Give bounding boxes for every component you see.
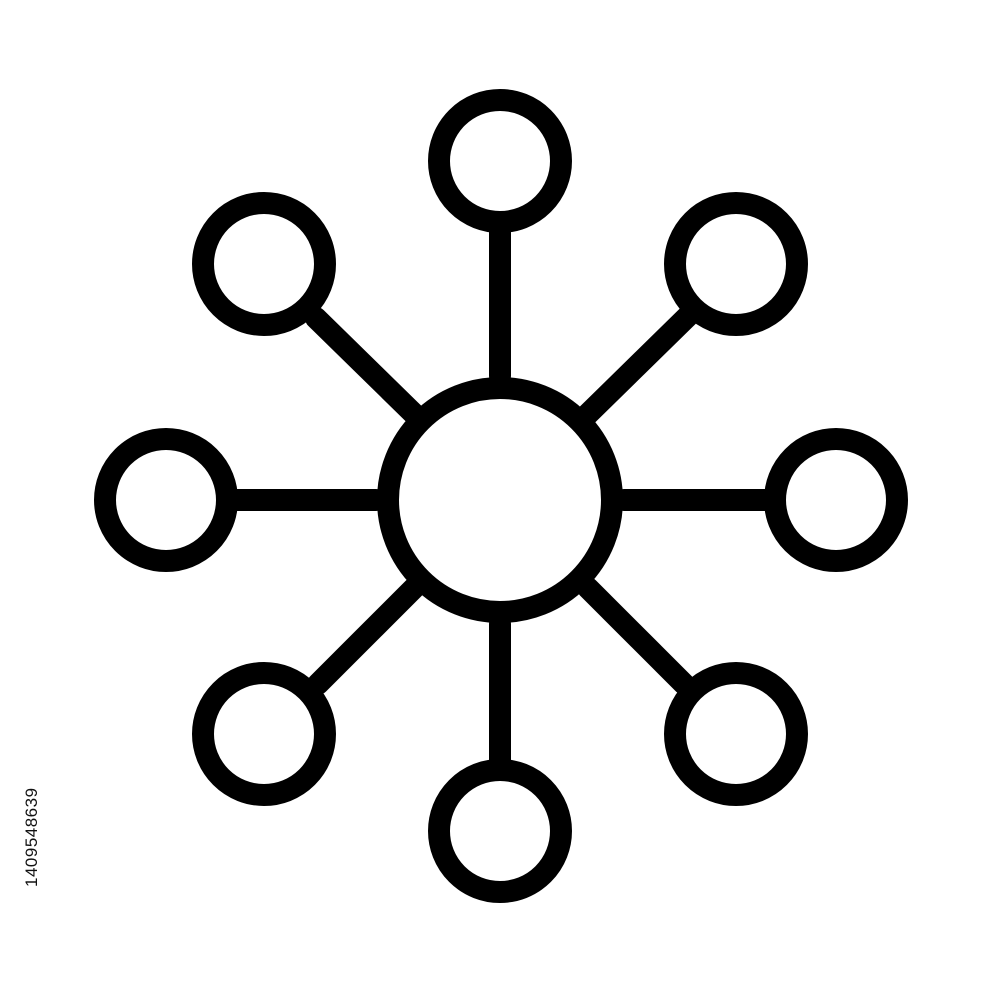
node-north — [428, 89, 572, 233]
stock-id-label: 1409548639 — [22, 787, 41, 887]
spoke-northeast — [577, 303, 701, 425]
spoke-southeast — [577, 577, 695, 695]
node-northwest — [192, 192, 336, 336]
hub-node — [377, 377, 623, 623]
node-south — [428, 759, 572, 903]
node-northeast — [664, 192, 808, 336]
spoke-southwest — [307, 577, 425, 695]
node-southeast — [664, 662, 808, 806]
node-east — [764, 428, 908, 572]
node-west — [94, 428, 238, 572]
node-southwest — [192, 662, 336, 806]
spoke-northwest — [305, 307, 425, 425]
